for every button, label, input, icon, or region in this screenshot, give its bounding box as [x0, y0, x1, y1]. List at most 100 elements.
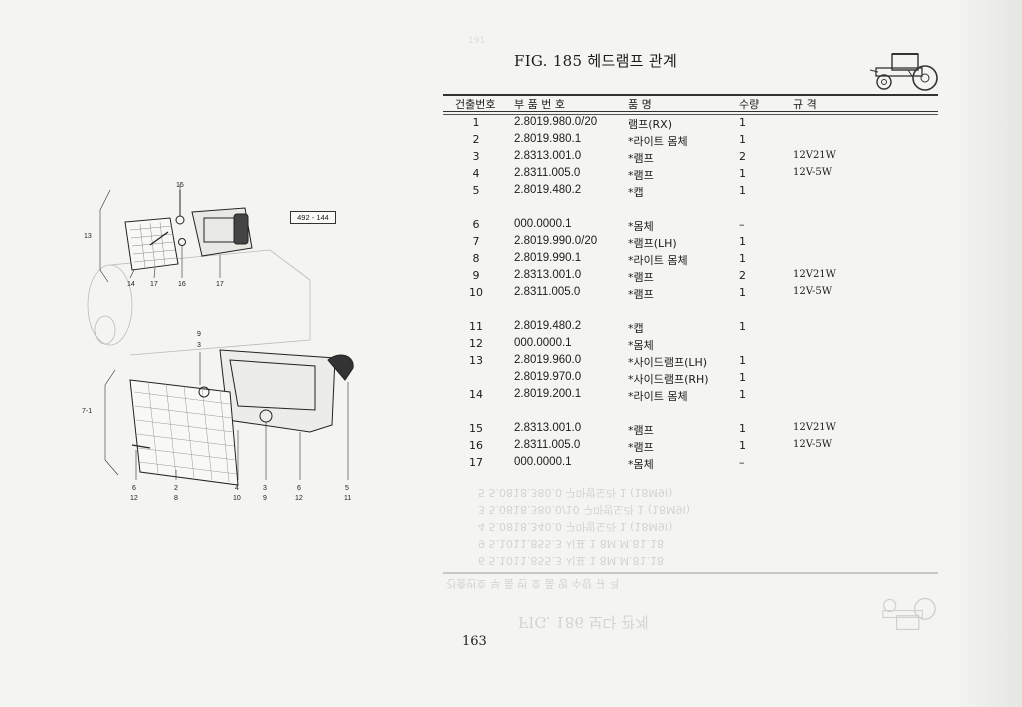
tractor-ghost-icon	[882, 597, 936, 631]
table-top-rule	[443, 94, 938, 96]
ghost-row: 4 5.0818.340.0 구마방도라 1 (18M9I)	[478, 520, 673, 533]
callout-label: 12	[130, 495, 138, 502]
callout-label: 3	[263, 485, 267, 492]
callout-label: 6	[297, 485, 301, 492]
callout-label: 14	[127, 281, 135, 288]
callout-label: 15	[176, 182, 184, 189]
row-part-no: 2.8019.960.0	[514, 354, 582, 366]
header-rule	[443, 111, 938, 112]
row-qty: 1	[739, 184, 746, 197]
ghost-row: 3 5.0818.380.0/10 구마방도라 1 (18M9I)	[478, 503, 691, 516]
row-qty: 1	[739, 252, 746, 265]
row-qty: 1	[739, 235, 746, 248]
row-name: *몸체	[628, 458, 654, 471]
ghost-rule	[443, 572, 938, 574]
header-name: 품 명	[628, 98, 652, 111]
header-qty: 수량	[739, 98, 760, 111]
row-part-no: 2.8019.970.0	[514, 371, 582, 383]
table-row: 5 2.8019.480.2 *캡 1	[443, 184, 938, 200]
row-name: *사이드램프(RH)	[628, 373, 709, 386]
row-qty: 2	[739, 269, 746, 282]
row-qty: 1	[739, 439, 746, 452]
callout-label: 9	[197, 331, 201, 338]
row-no: 1	[472, 116, 480, 129]
row-name: *캡	[628, 186, 644, 199]
row-name: *램프	[628, 169, 654, 182]
row-name: *몸체	[628, 339, 654, 352]
row-part-no: 2.8019.990.0/20	[514, 235, 598, 247]
row-part-no: 2.8019.980.1	[514, 133, 582, 145]
row-name: *램프	[628, 441, 654, 454]
header-no: 건출번호	[455, 98, 496, 111]
row-spec: 12V-5W	[793, 167, 833, 178]
row-part-no: 2.8019.480.2	[514, 320, 582, 332]
table-row: 16 2.8311.005.0 *램프 1 12V-5W	[443, 439, 938, 455]
callout-label: 16	[178, 281, 186, 288]
row-part-no: 2.8311.005.0	[514, 167, 581, 179]
headlamp-exploded-diagram: 15 13 14 17 16 17 9 3 7-1 6 2 4 3 6 5 12…	[82, 182, 354, 502]
row-name: *램프	[628, 424, 654, 437]
table-row: 12 000.0000.1 *몸체	[443, 337, 938, 353]
page-edge-shadow	[952, 0, 1022, 707]
row-no: 5	[472, 184, 480, 197]
ghost-header: 건출번호 부 품 번 호 품 명 수량 규 격	[446, 577, 620, 590]
row-no: 6	[472, 218, 480, 231]
table-row: 2.8019.970.0 *사이드램프(RH) 1	[443, 371, 938, 387]
row-no: 7	[472, 235, 480, 248]
header-rule-thin	[443, 113, 938, 115]
row-name: *라이트 몸체	[628, 390, 688, 403]
ghost-row: 6 5.1011.855.3 시표 1 8M.M.81.18	[478, 554, 665, 567]
row-no: 12	[469, 337, 483, 350]
callout-label: 9	[263, 495, 267, 502]
row-qty: 1	[739, 116, 746, 129]
row-qty: 1	[739, 354, 746, 367]
callout-label: 12	[295, 495, 303, 502]
row-part-no: 000.0000.1	[514, 218, 572, 230]
row-part-no: 2.8019.980.0/20	[514, 116, 598, 128]
row-no: 15	[469, 422, 483, 435]
callout-label: 17	[216, 281, 224, 288]
background-housing-sketch	[87, 249, 311, 356]
row-no: 14	[469, 388, 483, 401]
row-qty: 1	[739, 133, 746, 146]
row-no: 2	[472, 133, 480, 146]
row-spec: 12V-5W	[793, 286, 833, 297]
row-no: 3	[472, 150, 480, 163]
callout-label: 3	[197, 342, 201, 349]
callout-label: 2	[174, 485, 178, 492]
page-title: FIG. 185 헤드램프 관계	[514, 52, 678, 70]
row-no: 11	[469, 320, 483, 333]
row-qty: –	[739, 218, 745, 231]
callout-label: 4	[235, 485, 239, 492]
row-spec: 12V-5W	[793, 439, 833, 450]
row-spec: 12V21W	[793, 422, 836, 433]
row-name: 램프(RX)	[628, 118, 673, 131]
ghost-title: FIG. 186 보다 관계	[518, 613, 649, 631]
row-no: 16	[469, 439, 483, 452]
page-number: 163	[462, 634, 487, 649]
row-qty: 1	[739, 320, 746, 333]
row-qty: 1	[739, 371, 746, 384]
row-name: *라이트 몸체	[628, 135, 688, 148]
row-part-no: 000.0000.1	[514, 456, 572, 468]
row-part-no: 2.8311.005.0	[514, 439, 581, 451]
table-row: 1 2.8019.980.0/20 램프(RX) 1	[443, 116, 938, 132]
figure-reference-box: 492 - 144	[290, 211, 336, 224]
row-spec: 12V21W	[793, 269, 836, 280]
ghost-row: 9 5.1011.855.3 시표 1 8M.M.81.18	[478, 537, 665, 550]
row-part-no: 2.8311.005.0	[514, 286, 581, 298]
row-no: 8	[472, 252, 480, 265]
row-name: *라이트 몸체	[628, 254, 688, 267]
callout-label: 10	[233, 495, 241, 502]
row-part-no: 000.0000.1	[514, 337, 572, 349]
row-part-no: 2.8019.480.2	[514, 184, 582, 196]
